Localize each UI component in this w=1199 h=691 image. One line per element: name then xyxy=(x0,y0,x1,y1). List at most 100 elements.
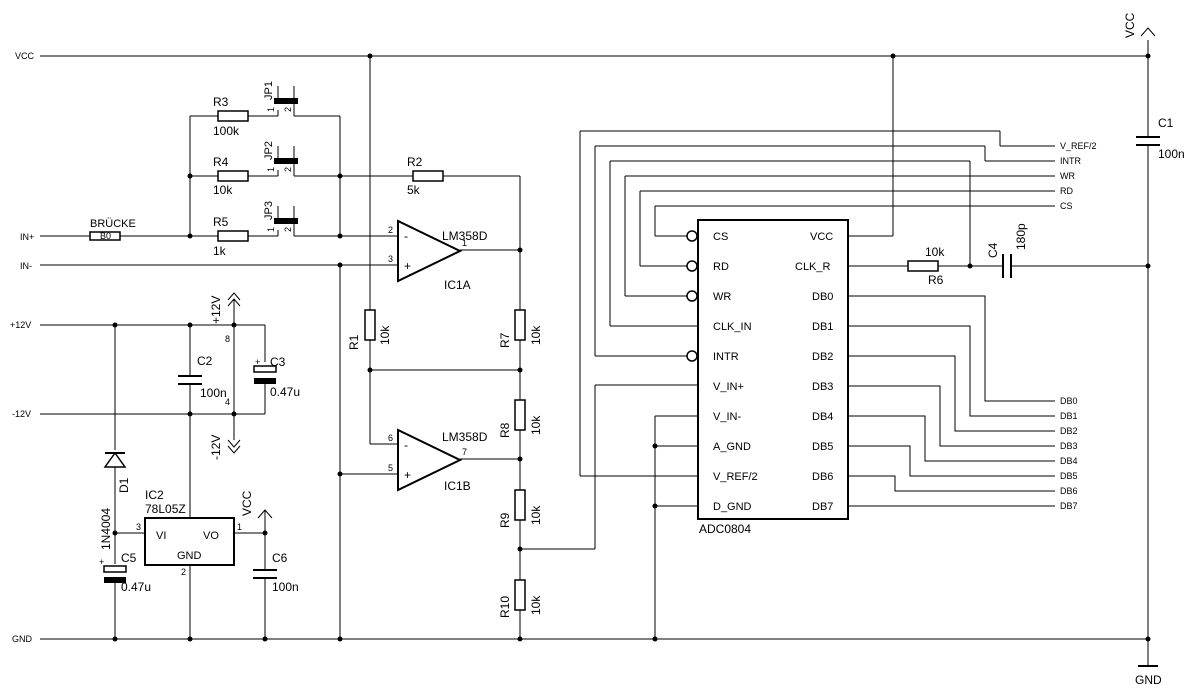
op-power-pin-8: 8 xyxy=(225,334,230,344)
adc-pin-vcc: VCC xyxy=(810,231,833,243)
c6-value: 100n xyxy=(272,580,299,594)
ic1b-pin-out: 7 xyxy=(462,447,467,457)
r6-ref: R6 xyxy=(928,273,944,287)
c4-value: 180p xyxy=(1014,223,1028,250)
r3-ref: R3 xyxy=(213,95,229,109)
op-amp-ic1a: - + 2 3 1 LM358D IC1A xyxy=(388,219,523,292)
ic1b-minus-sign: - xyxy=(404,438,408,452)
r5-ref: R5 xyxy=(213,215,229,229)
net-label-vcc: VCC xyxy=(15,51,35,61)
r2-value: 5k xyxy=(407,183,421,197)
vcc-symbol-label: VCC xyxy=(1123,12,1137,38)
jp3-ref: JP3 xyxy=(263,201,275,220)
net-label-db3: DB3 xyxy=(1060,441,1078,451)
op-amp-power: +12V -12V 8 4 + C3 0.47u xyxy=(209,292,300,460)
r9-ref: R9 xyxy=(498,512,512,528)
adc-pin-intr: INTR xyxy=(713,351,739,363)
adc-pin-db4: DB4 xyxy=(812,411,833,423)
r7-ref: R7 xyxy=(498,332,512,348)
ic2-vi: VI xyxy=(156,530,166,542)
adc-control-wiring xyxy=(460,130,1055,642)
adc-pin-d-gnd: D_GND xyxy=(713,501,752,513)
adc-pin-a-gnd: A_GND xyxy=(713,441,751,453)
ic1a-pin-plus: 3 xyxy=(388,254,393,264)
adc-output-wiring: 10k R6 C4 180p xyxy=(848,53,1151,507)
net-label-plus-12v: +12V xyxy=(10,320,31,330)
net-label-minus-12v: -12V xyxy=(12,409,31,419)
r8-value: 10k xyxy=(529,415,543,435)
c3-polarity: + xyxy=(255,357,260,367)
ic1b-ref: IC1B xyxy=(444,479,471,493)
ic2-pin-vi: 3 xyxy=(136,522,141,532)
d1-value: 1N4004 xyxy=(99,508,113,550)
ic2-value: 78L05Z xyxy=(145,502,186,516)
c4-ref: C4 xyxy=(986,242,1000,258)
c2-ref: C2 xyxy=(197,354,213,368)
jp1-pin1: 1 xyxy=(266,107,276,112)
net-label-in-plus: IN+ xyxy=(20,232,34,242)
r10-ref: R10 xyxy=(498,596,512,618)
c1-value: 100n xyxy=(1158,147,1185,161)
c5-value: 0.47u xyxy=(121,580,151,594)
bridge-mark: B0 xyxy=(100,231,111,241)
input-network: BRÜCKE B0 R3 100k R4 10k R5 1k xyxy=(40,81,521,642)
ic1a-plus-sign: + xyxy=(404,259,411,273)
adc-pin-db1: DB1 xyxy=(812,321,833,333)
net-label-v-ref2: V_REF/2 xyxy=(1060,141,1097,151)
r4-ref: R4 xyxy=(213,155,229,169)
c1-capacitor: C1 100n xyxy=(1136,53,1185,642)
r3-value: 100k xyxy=(213,124,240,138)
r1-resistor: R1 10k xyxy=(347,53,520,444)
op-amp-ic1b: - + 6 5 7 LM358D IC1B xyxy=(337,428,523,493)
c3-ref: C3 xyxy=(270,355,286,369)
vcc-supply-symbol: VCC xyxy=(1123,12,1156,38)
gnd-symbol: GND xyxy=(1135,665,1162,687)
net-label-wr: WR xyxy=(1060,171,1075,181)
r6-value: 10k xyxy=(925,245,945,259)
r1-value: 10k xyxy=(378,325,392,345)
net-label-db4: DB4 xyxy=(1060,456,1078,466)
adc-pin-db6: DB6 xyxy=(812,471,833,483)
jp3-pin1: 1 xyxy=(266,227,276,232)
gnd-symbol-label: GND xyxy=(1135,673,1162,687)
adc0804: ADC0804 CS RD WR CLK_IN INTR V_IN+ V_IN-… xyxy=(686,219,849,536)
ic1a-minus-sign: - xyxy=(404,229,408,243)
adc-pin-vin-plus: V_IN+ xyxy=(713,381,744,393)
supply-rails xyxy=(40,40,1149,666)
net-label-db0: DB0 xyxy=(1060,396,1078,406)
r1-ref: R1 xyxy=(347,334,361,350)
r8-ref: R8 xyxy=(498,422,512,438)
r4-value: 10k xyxy=(213,183,233,197)
ic1a-value: LM358D xyxy=(442,229,488,243)
regulator-section: 1N4004 D1 + C5 0.47u IC2 78L05Z VI VO GN… xyxy=(99,322,299,642)
resistor-ladder: R7 10k R8 10k R9 10k R10 10k xyxy=(498,309,698,642)
net-label-db7: DB7 xyxy=(1060,501,1078,511)
adc-ref: ADC0804 xyxy=(699,522,751,536)
net-label-db2: DB2 xyxy=(1060,426,1078,436)
adc-pin-db0: DB0 xyxy=(812,291,833,303)
r10-value: 10k xyxy=(529,595,543,615)
c1-ref: C1 xyxy=(1158,116,1174,130)
d1-ref: D1 xyxy=(117,477,131,493)
ic1a-ref: IC1A xyxy=(444,278,471,292)
adc-pin-db7: DB7 xyxy=(812,501,833,513)
c5-polarity: + xyxy=(99,557,104,567)
ic1b-value: LM358D xyxy=(442,430,488,444)
op-power-pin-4: 4 xyxy=(225,397,230,407)
net-label-db1: DB1 xyxy=(1060,411,1078,421)
op-power-minus-12v: -12V xyxy=(209,435,223,460)
adc-pin-vref2: V_REF/2 xyxy=(713,471,758,483)
jp2-pin1: 1 xyxy=(266,167,276,172)
ic2-vo: VO xyxy=(203,530,219,542)
adc-pin-db3: DB3 xyxy=(812,381,833,393)
jp2-pin2: 2 xyxy=(283,167,293,172)
c2-value: 100n xyxy=(200,386,227,400)
ic2-gnd: GND xyxy=(177,550,202,562)
r9-value: 10k xyxy=(529,505,543,525)
adc-pin-clk-in: CLK_IN xyxy=(713,321,752,333)
jp3-pin2: 2 xyxy=(283,227,293,232)
bridge-ref: BRÜCKE xyxy=(90,218,136,230)
c6-ref: C6 xyxy=(272,551,288,565)
r2-ref: R2 xyxy=(407,155,423,169)
